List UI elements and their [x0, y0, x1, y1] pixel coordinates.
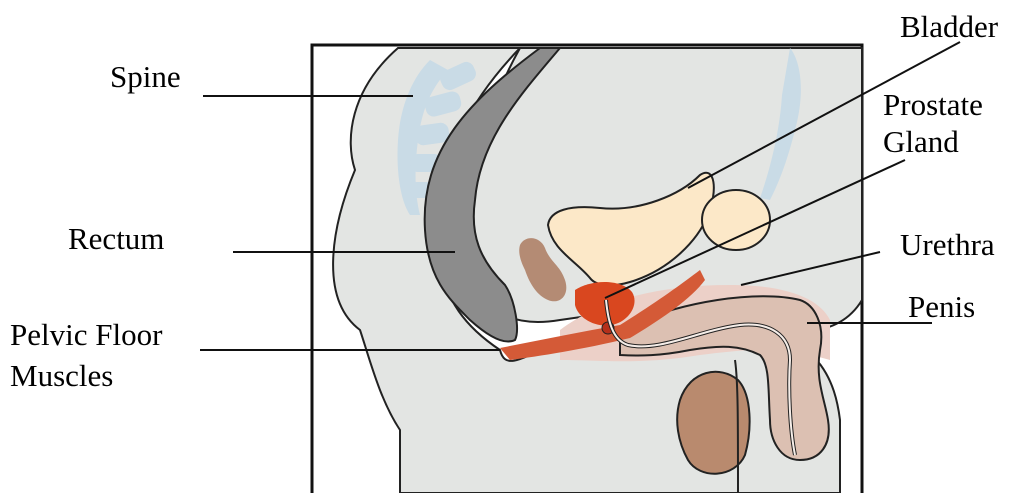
rectum-label: Rectum — [68, 222, 164, 256]
penis-label: Penis — [908, 290, 975, 324]
spine-label: Spine — [110, 60, 181, 94]
prostate-label-line2: Gland — [883, 125, 959, 159]
urethra-label: Urethra — [900, 228, 995, 262]
body-right — [470, 48, 862, 330]
pelvic-floor-label-line2: Muscles — [10, 359, 113, 393]
bladder-label: Bladder — [900, 10, 998, 44]
bladder-right-lobe — [702, 190, 770, 250]
prostate-label-line1: Prostate — [883, 88, 983, 122]
pelvic-floor-label-line1: Pelvic Floor — [10, 318, 162, 352]
